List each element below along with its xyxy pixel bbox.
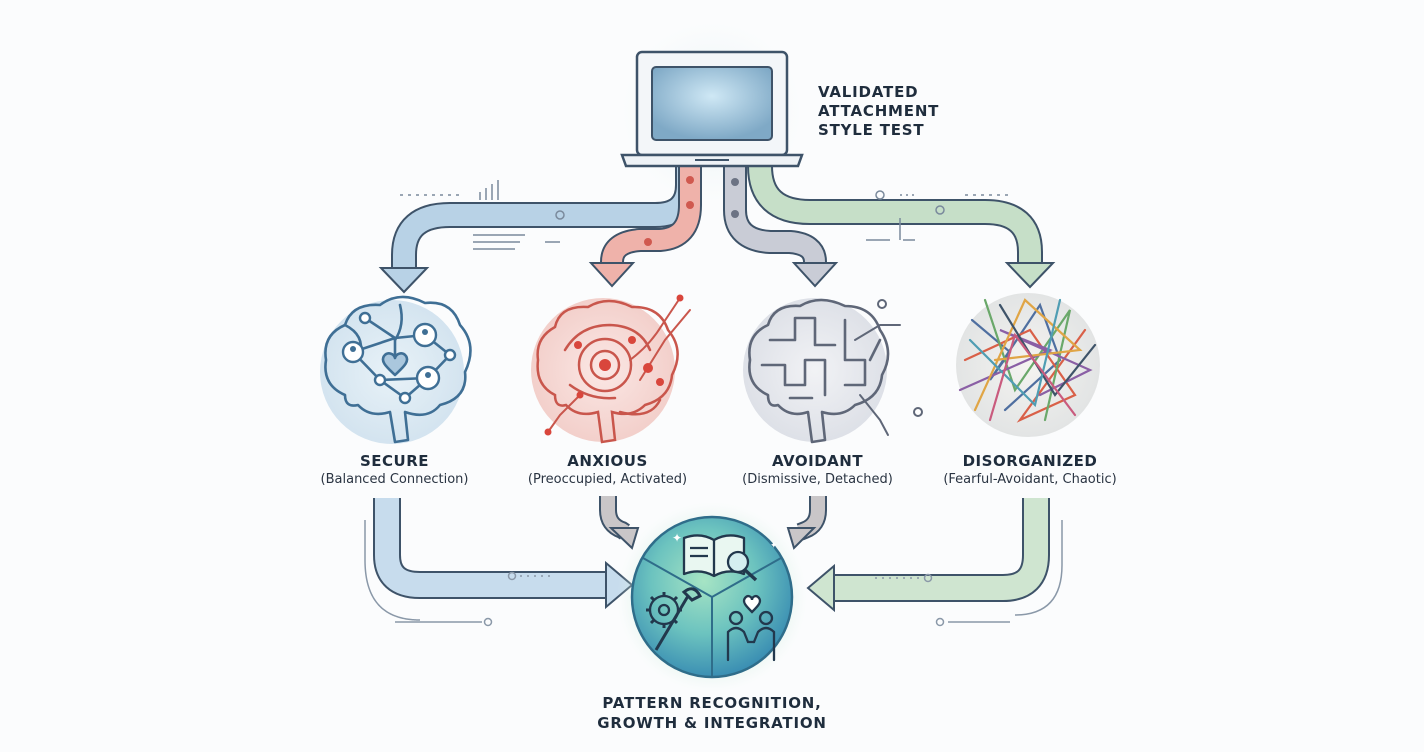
gear-wrench-icon (646, 587, 703, 651)
decorative-marks-left (400, 180, 565, 250)
arrow-avoidant-to-hub (786, 496, 827, 550)
integration-hub: ✦ ✦ (617, 502, 807, 692)
test-title-line: ATTACHMENT (818, 102, 940, 120)
secure-label: SECURE (Balanced Connection) (292, 452, 497, 487)
test-title-line: VALIDATED (818, 83, 919, 101)
decorative-marks-lower (364, 520, 1063, 627)
secure-brain-node (320, 295, 472, 444)
style-name: ANXIOUS (567, 452, 648, 470)
style-desc: (Balanced Connection) (320, 472, 469, 487)
arrow-to-anxious (588, 166, 702, 288)
style-desc: (Dismissive, Detached) (742, 472, 893, 487)
arrow-anxious-to-hub (599, 496, 640, 550)
disorganized-label: DISORGANIZED (Fearful-Avoidant, Chaotic) (920, 452, 1140, 487)
svg-text:✦: ✦ (672, 531, 682, 545)
brain-maze-icon (748, 298, 901, 444)
result-line: GROWTH & INTEGRATION (597, 714, 827, 732)
anxious-brain-node (531, 294, 691, 444)
result-label: PATTERN RECOGNITION, GROWTH & INTEGRATIO… (552, 693, 872, 733)
decorative-marks-right (866, 190, 1010, 241)
laptop-icon (620, 50, 804, 168)
avoidant-brain-node (743, 298, 923, 444)
avoidant-label: AVOIDANT (Dismissive, Detached) (715, 452, 920, 487)
book-magnifier-icon (682, 534, 758, 582)
style-name: SECURE (359, 452, 430, 470)
disorganized-node (956, 293, 1100, 437)
result-line: PATTERN RECOGNITION, (602, 694, 822, 712)
test-title-line: STYLE TEST (818, 121, 925, 139)
test-title: VALIDATED ATTACHMENT STYLE TEST (818, 83, 968, 140)
anxious-label: ANXIOUS (Preoccupied, Activated) (505, 452, 710, 487)
arrow-disorganized-to-hub (806, 498, 1050, 613)
style-desc: (Fearful-Avoidant, Chaotic) (943, 472, 1117, 487)
people-heart-icon (726, 594, 776, 662)
arrow-to-avoidant (723, 166, 839, 288)
svg-text:✦: ✦ (770, 541, 778, 551)
brain-anxious-icon (536, 297, 691, 444)
arrow-to-disorganized (747, 165, 1056, 289)
style-desc: (Preoccupied, Activated) (527, 472, 688, 487)
tangled-lines-icon (958, 298, 1097, 423)
arrow-secure-to-hub (373, 498, 634, 610)
style-name: DISORGANIZED (962, 452, 1098, 470)
style-name: AVOIDANT (771, 452, 864, 470)
